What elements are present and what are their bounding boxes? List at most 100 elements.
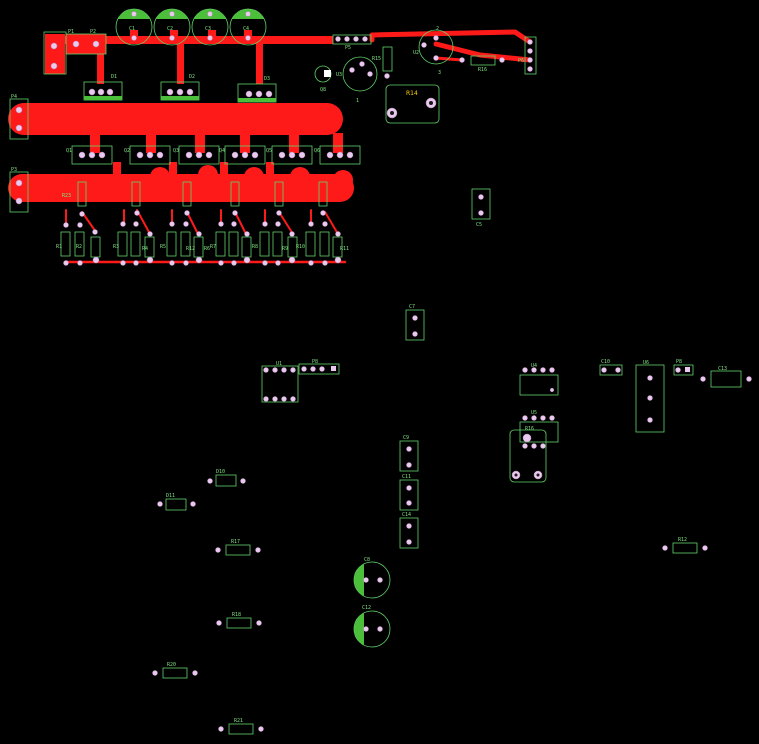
pad [136,151,144,159]
pad [406,500,412,506]
power-rail-bottom [8,174,354,202]
label-R1: R1 [56,244,62,250]
pad [301,366,307,372]
label-R20: R20 [167,662,176,668]
pad [146,256,154,264]
pad [288,151,296,159]
pad [540,443,546,449]
pad [290,396,296,402]
resistor-outline [672,542,698,554]
supply-trace [60,36,333,44]
label-R11: R11 [340,246,349,252]
resistor-outline [166,231,177,257]
transistor-q5: Q5 [266,145,313,165]
pad [601,367,607,373]
pad [412,315,418,321]
pad [335,36,341,42]
pad [207,35,213,41]
pad [186,88,194,96]
pad [218,221,224,227]
pad [527,57,533,63]
pad [231,151,239,159]
pad [322,260,328,266]
resistor-outline [228,723,254,735]
pad [205,151,213,159]
pad [336,151,344,159]
capacitor-c10: C10 [599,359,623,376]
pad [276,210,282,216]
pad [278,151,286,159]
pad [232,210,238,216]
pad [240,478,246,484]
diode-d3: D3 [237,76,277,103]
diode-tab [84,96,122,100]
label-R10: R10 [296,244,305,250]
trimmer-outline [509,429,547,483]
label-C8: C8 [364,557,370,563]
pad [146,151,154,159]
label-D10: D10 [216,469,225,475]
label-R2: R2 [76,244,82,250]
pad [245,11,251,17]
pad [166,88,174,96]
pad [183,260,189,266]
rail-drop [266,162,274,176]
label-P6: P6 [518,58,524,64]
capacitor-c3: C3 [191,8,229,46]
ic-u6: U6 [635,360,665,433]
label-R21: R21 [234,718,243,724]
ic-outline [635,364,665,433]
connector-outline [298,363,340,375]
pad [359,61,365,67]
pad [195,151,203,159]
pad [746,376,752,382]
cap-outline [399,479,419,511]
pad [647,395,653,401]
capacitor-c14: C14 [399,512,419,549]
resistor-r17: R17 [215,539,261,556]
label-R4: R4 [142,246,148,252]
pad [346,151,354,159]
output-transistors: Q1 Q2 Q3 Q4 Q5 [66,145,361,165]
label-Q4: Q4 [219,148,225,154]
rail-bump [290,167,310,187]
label-pin2: 2 [436,26,439,32]
diode-drop [97,44,104,84]
pad [433,55,439,61]
pad [478,194,484,200]
transistor-outline [224,145,266,165]
label-C14: C14 [402,512,411,518]
label-R15: R15 [372,56,381,62]
pad [615,367,621,373]
pad [700,376,706,382]
label-P3: P3 [11,167,17,173]
cap-band [354,564,364,596]
pad [531,443,537,449]
signal-trace [324,211,339,235]
pad [97,88,105,96]
p1-plane [45,34,65,74]
pad [334,256,342,264]
pad [251,151,259,159]
label-U6: U6 [643,360,649,366]
regulator-section: P5 R15 U3 1 Q8 U2 2 3 R16 P6 [314,26,537,124]
pad [272,396,278,402]
connector-p8: P8 [673,359,694,376]
transistor-outline [319,145,361,165]
label-Q3: Q3 [173,148,179,154]
pad [522,443,528,449]
connector-p4 [9,98,29,140]
cap-drop [170,30,178,42]
label-R8: R8 [252,244,258,250]
rail-drop [289,133,299,153]
capacitor-c9: C9 [399,435,419,472]
capacitor-c11: C11 [399,474,419,511]
pad [15,197,23,205]
pad [77,260,83,266]
pad [322,221,328,227]
ic-u4: U4 [519,363,559,396]
label-U3: U3 [336,72,342,78]
label-C10: C10 [601,359,610,365]
drill-hole [429,101,433,105]
